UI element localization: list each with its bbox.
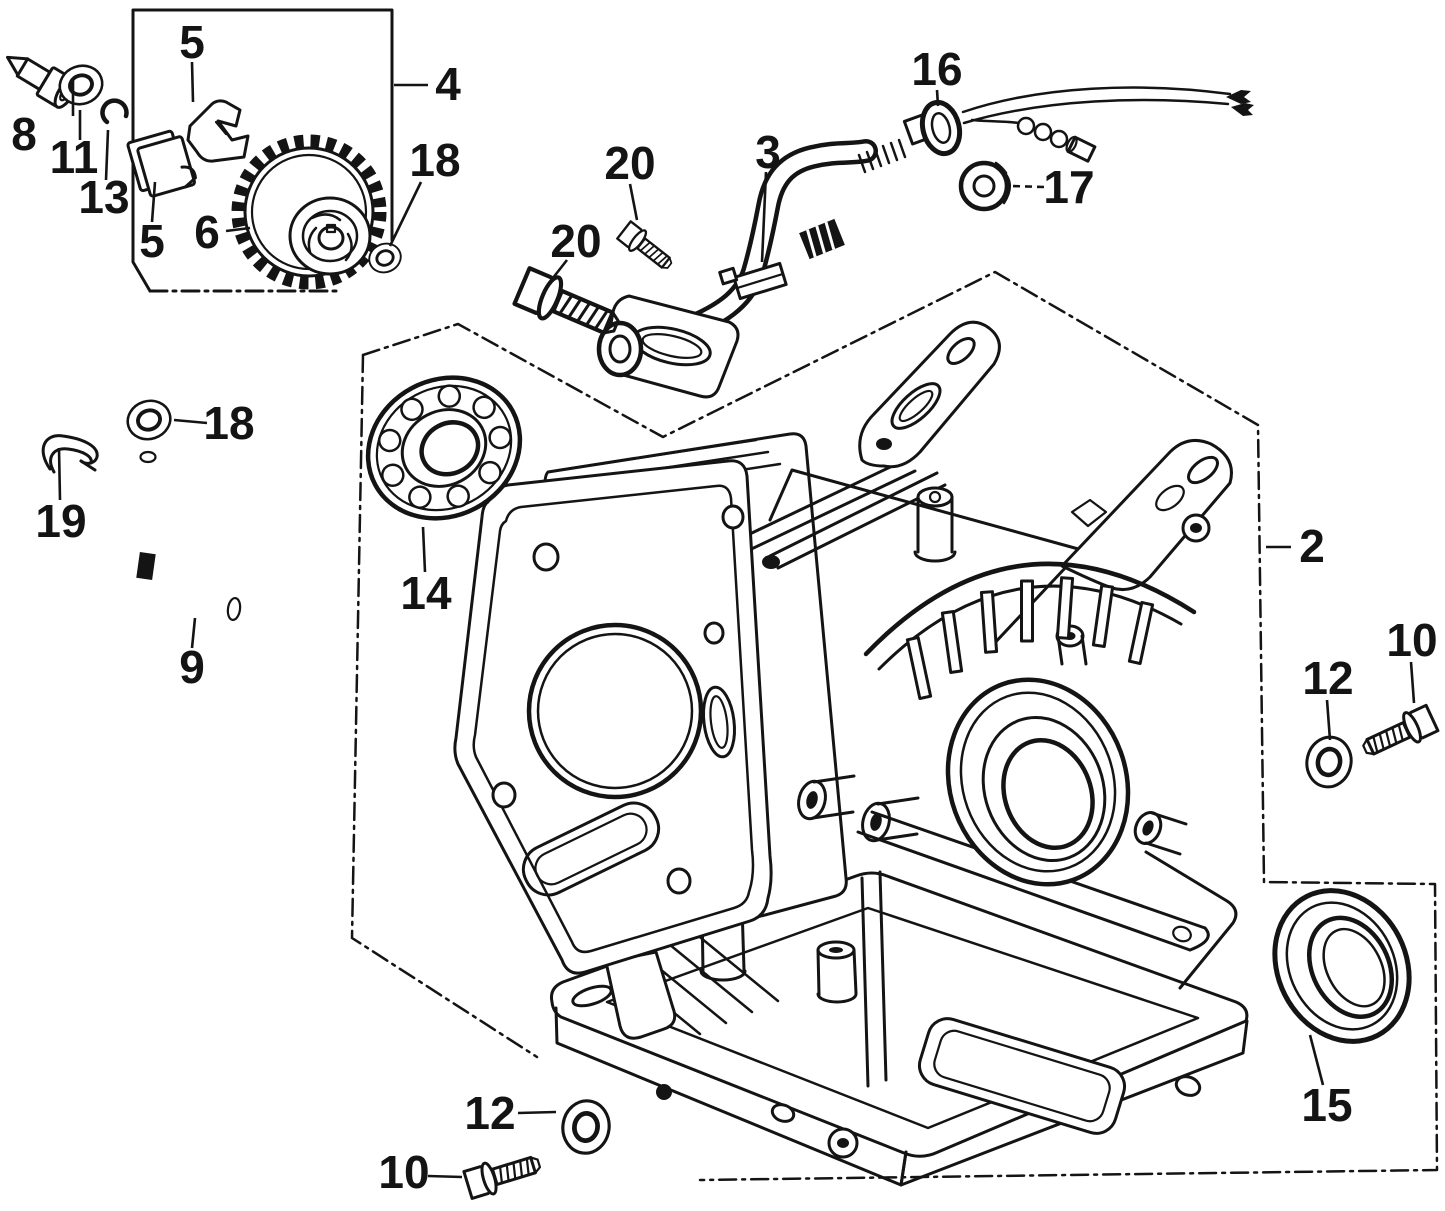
callout-19[interactable]: 19 — [35, 495, 86, 547]
part-bolt-10-right — [1356, 701, 1441, 766]
group-boundary-main — [350, 270, 1439, 1182]
callout-17[interactable]: 17 — [1043, 161, 1094, 213]
crankcase-base — [550, 870, 1249, 1187]
leader-20-upper — [628, 183, 639, 221]
leader-9 — [190, 617, 197, 649]
callout-5-upper[interactable]: 5 — [179, 16, 205, 68]
group-box-part-4 — [131, 8, 394, 293]
leader-18-gear — [388, 181, 423, 247]
leader-14 — [421, 526, 427, 573]
leader-17 — [1011, 184, 1045, 189]
callout-14[interactable]: 14 — [400, 567, 452, 619]
leader-12-bottom — [517, 1110, 557, 1115]
part-nut-17 — [958, 160, 1011, 212]
mounting-ear-top — [858, 320, 1001, 469]
leader-16 — [935, 89, 940, 107]
crankcase-top-deck — [768, 468, 1108, 650]
leader-15 — [1308, 1034, 1325, 1086]
callout-10-bottom[interactable]: 10 — [378, 1146, 429, 1198]
part-gear-6 — [231, 134, 387, 290]
crank-bore — [945, 677, 1131, 887]
part-washer-12-bottom — [559, 1098, 612, 1156]
leader-6 — [225, 226, 251, 233]
part-pawl-5-upper — [186, 99, 250, 163]
leader-3 — [760, 171, 768, 263]
callout-3[interactable]: 3 — [755, 126, 781, 178]
leader-20-lower — [547, 259, 569, 284]
callout-13[interactable]: 13 — [78, 171, 129, 223]
part-bearing-14 — [365, 375, 523, 521]
part-clip-13 — [100, 98, 129, 125]
leader-19 — [57, 447, 62, 501]
callout-labels: 8 11 13 5 4 5 6 18 20 20 3 16 17 18 19 9… — [11, 16, 1437, 1198]
leader-10-bottom — [427, 1174, 463, 1179]
callout-12-bottom[interactable]: 12 — [464, 1087, 515, 1139]
leader-12-right — [1325, 699, 1332, 741]
part-washer-18-tube — [120, 393, 178, 447]
part-tube-9 — [136, 450, 242, 622]
part-washer-12-right — [1302, 733, 1355, 791]
fan-shroud-fins — [863, 561, 1197, 700]
callout-2[interactable]: 2 — [1299, 520, 1325, 572]
callout-10-right[interactable]: 10 — [1386, 614, 1437, 666]
callout-16[interactable]: 16 — [911, 43, 962, 95]
callout-4[interactable]: 4 — [435, 58, 461, 110]
cylinder-gasket — [453, 459, 773, 1040]
breather-tube-clamp — [718, 261, 788, 301]
callout-6[interactable]: 6 — [194, 206, 220, 258]
leader-lines — [57, 61, 1416, 1179]
part-bolt-8 — [6, 55, 77, 109]
callout-11[interactable]: 11 — [50, 131, 99, 183]
hose-ring-clamp — [799, 218, 845, 260]
callout-18-gear[interactable]: 18 — [409, 134, 460, 186]
part-holder-5-lower — [126, 129, 197, 198]
breather-assembly — [596, 86, 1254, 399]
callout-20-lower[interactable]: 20 — [550, 215, 601, 267]
callout-15[interactable]: 15 — [1301, 1079, 1352, 1131]
part-seal-15 — [1272, 888, 1412, 1044]
part-clip-19 — [41, 434, 99, 474]
part-bolt-20-upper — [615, 218, 679, 277]
leader-13 — [104, 129, 110, 181]
callout-8[interactable]: 8 — [11, 108, 37, 160]
callout-18-tube[interactable]: 18 — [203, 397, 254, 449]
callout-5-lower[interactable]: 5 — [139, 215, 165, 267]
leader-18-tube — [173, 418, 208, 425]
callout-12-right[interactable]: 12 — [1302, 652, 1353, 704]
leader-5-upper — [190, 61, 195, 103]
part-oring-16 — [919, 99, 963, 157]
callout-9[interactable]: 9 — [179, 641, 205, 693]
part-bolt-10-bottom — [461, 1146, 545, 1202]
mount-rails-and-lugs — [797, 774, 1238, 990]
leader-10-right — [1409, 661, 1416, 704]
leader-5-lower — [150, 181, 157, 223]
callout-20-upper[interactable]: 20 — [604, 137, 655, 189]
